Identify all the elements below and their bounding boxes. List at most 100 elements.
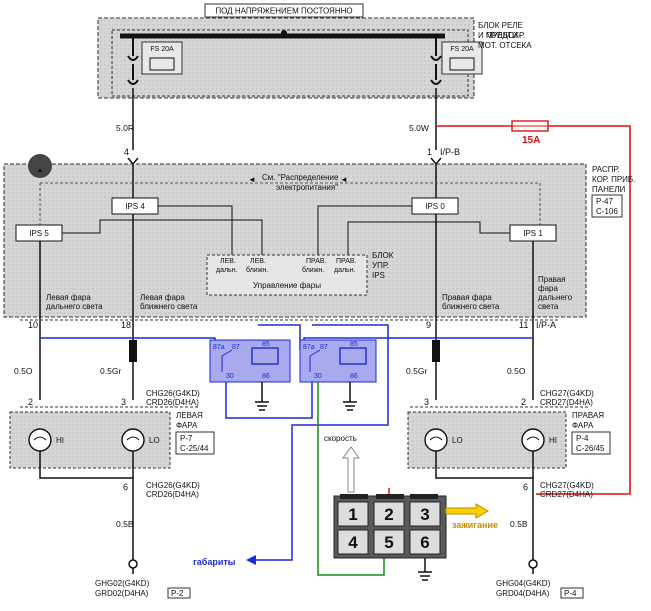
- relay1-switch-icon: [221, 349, 233, 372]
- relay2-30: 30: [314, 373, 322, 380]
- warning-logo-mark: ▲: [37, 167, 44, 174]
- right-lo-filament: [429, 436, 443, 441]
- ips4-label: IPS 4: [125, 202, 145, 211]
- gnd-right-2: GRD04(D4HA): [496, 589, 550, 598]
- right-lamp-ref2: C-26/45: [576, 444, 605, 453]
- pin-1: 1: [427, 147, 432, 157]
- top-banner: ПОД НАПРЯЖЕНИЕМ ПОСТОЯННО: [215, 7, 352, 16]
- ips0-label: IPS 0: [425, 202, 445, 211]
- parking-label: габариты: [193, 557, 236, 567]
- cut-mark-left: [129, 340, 137, 362]
- conn-right-2: CRD27(D4HA): [540, 398, 593, 407]
- relay1-87a: 87a: [213, 344, 225, 351]
- panel-ref-box: [591, 194, 623, 218]
- pin-9: 9: [426, 320, 431, 330]
- ctrl-line-2: [62, 219, 263, 256]
- ctrl-dal2: дальн.: [334, 267, 356, 274]
- conn-ipb: I/P-B: [440, 147, 460, 157]
- relay-block-line1: БЛОК РЕЛЕ: [478, 21, 523, 30]
- blue-wire-parking: [255, 324, 389, 561]
- left-lamp-ref2: C-25/44: [180, 444, 209, 453]
- cut-mark-right: [432, 340, 440, 362]
- left-lo-filament: [126, 436, 140, 441]
- switch-pin-6-label: 6: [420, 533, 429, 552]
- wire-mid-d: 0.5O: [507, 366, 526, 376]
- switch-pin-4: [337, 529, 369, 555]
- switch-pin-1: [337, 501, 369, 527]
- left-lo-label: LO: [149, 436, 160, 445]
- right-lo-label-1: Правая фара: [442, 293, 492, 302]
- ctrl-prav2: ПРАВ.: [336, 258, 357, 265]
- fuse-right-icon: [430, 36, 442, 61]
- left-hi-label: HI: [56, 436, 64, 445]
- panel-ref2: C-106: [596, 207, 618, 216]
- left-lo-label-1: Левая фара: [140, 293, 185, 302]
- left-lamp-title1: ЛЕВАЯ: [176, 411, 203, 420]
- wire-mid-b: 0.5Gr: [100, 366, 121, 376]
- right-lo-label-2: ближнего света: [442, 302, 500, 311]
- switch-pin-5: [373, 529, 405, 555]
- ips5-label: IPS 5: [29, 229, 49, 238]
- pin-10: 10: [28, 320, 38, 330]
- ctrl-prav1: ПРАВ.: [306, 258, 327, 265]
- connector-arrows-top: [127, 157, 442, 166]
- switch-pins: [337, 501, 441, 555]
- left-hi-filament: [33, 436, 47, 441]
- left-hi-label-2: дальнего света: [46, 302, 103, 311]
- inner-block: [111, 29, 469, 97]
- see-arrow-right-icon: ◄: [340, 175, 348, 184]
- panel-line1: РАСПР.: [592, 165, 620, 174]
- fuse-left-icon: [127, 36, 139, 61]
- switch-pin-5-label: 5: [384, 533, 393, 552]
- relay-block-line3: МОТ. ОТСЕКА: [478, 41, 532, 50]
- wire-mid-a: 0.5O: [14, 366, 33, 376]
- relay1-ground-icon: [255, 401, 269, 411]
- conn-right-bot-1: CHG27(G4KD): [540, 481, 594, 490]
- switch-key-2: [376, 494, 404, 499]
- green-wire-switch-5: [317, 382, 385, 576]
- relay2-87a: 87a: [303, 344, 315, 351]
- gnd-right-ref: P-4: [564, 589, 577, 598]
- right-hi-filament: [526, 436, 540, 441]
- pin-3-left: 3: [121, 397, 126, 407]
- right-ground-icon: [528, 559, 538, 569]
- switch-pin-2: [373, 501, 405, 527]
- fuse-left-label: FS 20A: [150, 46, 174, 53]
- conn-left-1: CHG26(G4KD): [146, 389, 200, 398]
- fuse-right-symbol: [449, 57, 475, 71]
- pin-2-right: 2: [521, 397, 526, 407]
- speed-label: скорость: [324, 434, 357, 443]
- pin-11: 11: [519, 320, 528, 330]
- relay-2: [299, 339, 377, 383]
- right-lo-label: LO: [452, 436, 463, 445]
- pin-4: 4: [124, 147, 129, 157]
- top-banner-box: [204, 3, 364, 18]
- right-lamp-ref1: P-4: [576, 434, 589, 443]
- warning-logo: [28, 154, 52, 178]
- gnd-left-ref: P-2: [171, 589, 184, 598]
- blue-wire-relay-link: [225, 380, 313, 419]
- pin-2-left: 2: [28, 397, 33, 407]
- wire-right-top-label: 5.0W: [409, 123, 429, 133]
- ctrl-lev2: ЛЕВ.: [250, 258, 266, 265]
- ips1-label: IPS 1: [523, 229, 543, 238]
- relay2-85: 85: [350, 341, 358, 348]
- switch-pin-4-label: 4: [348, 533, 358, 552]
- gnd-left-ref-box: [167, 587, 191, 599]
- left-lamp-ref-box: [175, 431, 215, 455]
- ctrl-line-4: [347, 221, 510, 256]
- pin-6-left: 6: [123, 482, 128, 492]
- fuse-contacts: [127, 64, 442, 85]
- red-wire-switch-join: [389, 488, 536, 494]
- switch-key-3: [410, 494, 438, 499]
- ignition-arrow-icon: [445, 503, 489, 519]
- switch-pin-3-label: 3: [420, 505, 429, 524]
- left-lamp-ref1: P-7: [180, 434, 193, 443]
- see-note-2: электропитания": [276, 183, 338, 192]
- relay1-85: 85: [262, 341, 270, 348]
- relay-block-line2: И ПРЕДОХР.: [478, 31, 525, 40]
- ctrl-bl2: ближн.: [302, 266, 324, 274]
- conn-left-2: CRD26(D4HA): [146, 398, 199, 407]
- conn-ipa: I/P-A: [536, 320, 556, 330]
